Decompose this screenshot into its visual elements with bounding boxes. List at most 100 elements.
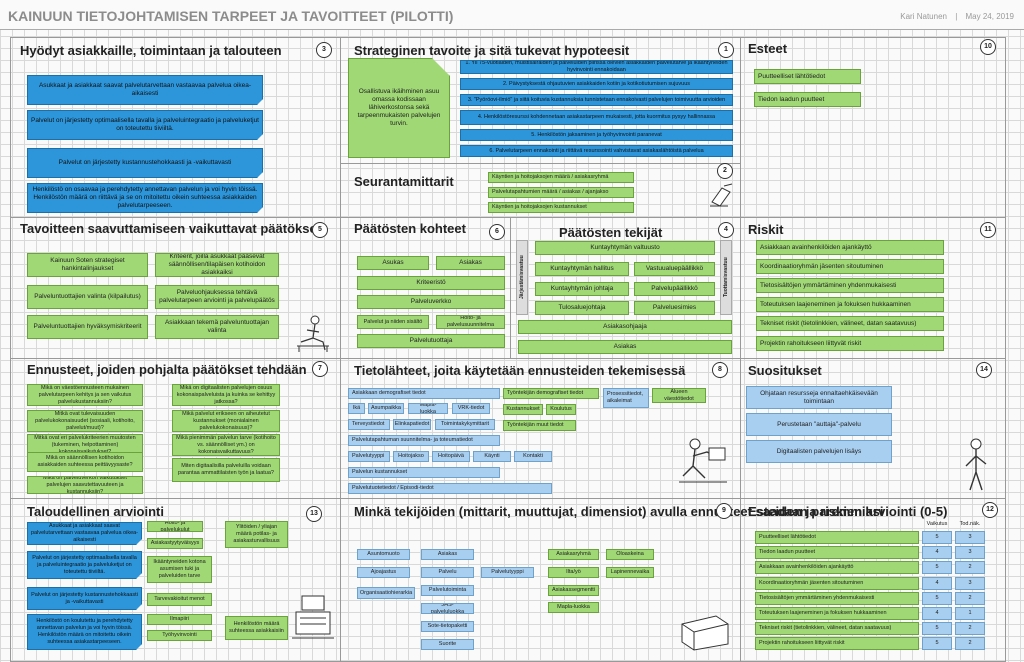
sticky-note[interactable]: Lapinennevaika: [606, 567, 654, 578]
sticky-note[interactable]: Tarvevakioitut menot: [147, 593, 212, 606]
sticky-note[interactable]: VRK-tiedot: [452, 403, 490, 414]
sticky-note[interactable]: Palvelutapahtuman suunnitelma- ja toteum…: [348, 435, 500, 446]
sticky-note[interactable]: Työntekijän demografiset tiedot: [503, 388, 599, 399]
sticky-note[interactable]: Käyntien ja hoitojaksojen määrä / asiaka…: [488, 172, 634, 183]
sticky-note[interactable]: Elinkapatiedot: [393, 419, 431, 430]
sticky-note[interactable]: Toteutuksen laajeneminen ja fokuksen huk…: [756, 297, 944, 312]
sticky-note[interactable]: Asukkaat ja asiakkaat saavat palvelutarv…: [27, 75, 263, 105]
risk-impact-value[interactable]: 5: [922, 561, 952, 575]
sticky-note[interactable]: Asukkaat ja asiakkaat saavat palvelutarv…: [27, 522, 142, 545]
sticky-note[interactable]: Mikä on säännöllisen kotihoidon asiakkai…: [27, 452, 143, 472]
sticky-note[interactable]: Suorite: [421, 639, 474, 650]
sticky-note[interactable]: Henkilöstö on koulutettu ja perehdytetty…: [27, 614, 142, 650]
sticky-note[interactable]: Kustannukset: [503, 404, 543, 415]
sticky-note[interactable]: Kontakti: [514, 451, 552, 462]
hypothesis-note[interactable]: 4. Henkilöstöresurssi kohdennetaan asiak…: [460, 110, 733, 125]
sticky-note[interactable]: Palvelutyyppi: [481, 567, 534, 578]
sticky-note[interactable]: JHS-palveluluokka: [421, 603, 474, 614]
sticky-note[interactable]: Perustetaan "auttaja"-palvelu: [746, 413, 892, 436]
sticky-note[interactable]: Asiakkaan tekemä palveluntuottajan valin…: [155, 315, 279, 339]
sticky-note[interactable]: Palvelupäällikkö: [634, 282, 715, 296]
risk-impact-value[interactable]: 4: [922, 576, 952, 590]
sticky-note[interactable]: Alueen väestötiedot: [652, 388, 706, 403]
sticky-note[interactable]: Palvelut on järjestetty kustannustehokka…: [27, 148, 263, 178]
sticky-note[interactable]: Terveystiedot: [348, 419, 390, 430]
sticky-note[interactable]: Ilmapiiri: [147, 614, 212, 625]
sticky-note[interactable]: Koulutus: [546, 404, 576, 415]
risk-probability-value[interactable]: 3: [955, 546, 985, 560]
risk-row-label[interactable]: Tietosisältöjen ymmärtäminen yhdenmukais…: [755, 591, 919, 605]
sticky-note[interactable]: Ikääntyneiden kotona asumisen tuki ja pa…: [147, 556, 212, 583]
sticky-note[interactable]: Työntekijän muut tiedot: [503, 420, 576, 431]
sticky-note[interactable]: Asiakassegmentti: [548, 585, 599, 596]
risk-row-label[interactable]: Asiakkaan avainhenkilöiden ajankäyttö: [755, 561, 919, 575]
risk-row-label[interactable]: Projektin rahoitukseen liittyvät riskit: [755, 637, 919, 651]
risk-probability-value[interactable]: 3: [955, 531, 985, 544]
sticky-note[interactable]: Kuntayhtymän hallitus: [535, 262, 629, 276]
sticky-note[interactable]: Asiakasryhmä: [548, 549, 599, 560]
sticky-note[interactable]: Ylitöiden / yliajan määrä potilas- ja as…: [225, 521, 288, 548]
risk-row-label[interactable]: Tiedon laadun puutteet: [755, 546, 919, 560]
sticky-note[interactable]: Kuntayhtymän johtaja: [535, 282, 629, 296]
risk-probability-value[interactable]: 2: [955, 591, 985, 605]
risk-impact-value[interactable]: 5: [922, 622, 952, 636]
sticky-note[interactable]: Sote-tietopaketti: [421, 621, 474, 632]
sticky-note[interactable]: Asiakas: [436, 256, 505, 270]
sticky-note[interactable]: Hoitojakso: [393, 451, 429, 462]
sticky-note[interactable]: Henkilöstö on osaavaa ja perehdytetty an…: [27, 183, 263, 213]
strategic-goal-note[interactable]: Osallistuva ikäihminen asuu omassa kodis…: [348, 58, 450, 158]
sticky-note[interactable]: Kainuun Soten strategiset hankintalinjau…: [27, 253, 148, 277]
sticky-note[interactable]: Ohjataan resursseja ennaltaehkäisevään t…: [746, 386, 892, 409]
risk-probability-value[interactable]: 2: [955, 561, 985, 575]
sticky-note[interactable]: Kuntayhtymän valtuusto: [535, 241, 715, 255]
sticky-note[interactable]: Palveluntuottajien valinta (kilpailutus): [27, 285, 148, 309]
sticky-note[interactable]: Mapla-luokka: [548, 602, 599, 613]
sticky-note[interactable]: Prosessitiedot, aikaleimat: [603, 388, 649, 408]
sticky-note[interactable]: Miten digitaalisilla palveluilla voidaan…: [172, 458, 280, 482]
sticky-note[interactable]: Käyntien ja hoitojaksojen kustannukset: [488, 202, 634, 213]
sticky-note[interactable]: Asumpaikka: [368, 403, 404, 414]
risk-impact-value[interactable]: 4: [922, 607, 952, 620]
sticky-note[interactable]: Koordinaatioryhmän jäsenten sitoutuminen: [756, 259, 944, 274]
sticky-note[interactable]: Ilta/yö: [548, 567, 599, 578]
sticky-note[interactable]: Mikä on väestöennusteen mukainen palvelu…: [27, 384, 143, 406]
risk-row-label[interactable]: Toteutuksen laajeneminen ja fokuksen huk…: [755, 607, 919, 620]
risk-impact-value[interactable]: 5: [922, 637, 952, 651]
sticky-note[interactable]: Palveluohjauksessa tehtävä palvelutarpee…: [155, 285, 279, 309]
sticky-note[interactable]: Palveluesimies: [634, 301, 715, 315]
sticky-note[interactable]: Palvelut ja niiden sisältö: [357, 315, 429, 329]
sticky-note[interactable]: Palvelutuottaja: [357, 334, 505, 348]
risk-probability-value[interactable]: 2: [955, 622, 985, 636]
sticky-note[interactable]: Asuntomuoto: [357, 549, 410, 560]
sticky-note[interactable]: Digitaalisten palvelujen lisäys: [746, 440, 892, 463]
sticky-note[interactable]: Puutteelliset lähtötiedot: [754, 69, 861, 84]
sticky-note[interactable]: Mikä pienimmän palvelun tarve (kotihoito…: [172, 434, 280, 456]
risk-row-label[interactable]: Puutteelliset lähtötiedot: [755, 531, 919, 544]
sticky-note[interactable]: Mitkä ovat tulevaisuuden palvelukokonais…: [27, 410, 143, 432]
sticky-note[interactable]: Mikä on digitaalisten palvelujen osuus k…: [172, 384, 280, 406]
sticky-note[interactable]: Palvelut on järjestetty optimaalisella t…: [27, 551, 142, 579]
sticky-note[interactable]: Asiakastyytyväisyys: [147, 538, 203, 549]
sticky-note[interactable]: Palvelut on järjestetty kustannustehokka…: [27, 587, 142, 610]
hypothesis-note[interactable]: 2. Päivystyksestä ohjautuvien asiakkaide…: [460, 78, 733, 90]
sticky-note[interactable]: Asiakas: [421, 549, 474, 560]
sticky-note[interactable]: Henkilöstön määrä suhteessa asiakkaisiin: [225, 616, 288, 640]
sticky-note[interactable]: Asiakasohjaaja: [518, 320, 732, 334]
sticky-note[interactable]: Palveluntuottajien hyväksymiskriteerit: [27, 315, 148, 339]
sticky-note[interactable]: Hoito- ja palvelukulut: [147, 521, 203, 532]
risk-impact-value[interactable]: 5: [922, 531, 952, 544]
hypothesis-note[interactable]: 1. Yli 75-vuotiaiden, muistisairaiden ja…: [460, 60, 733, 74]
sticky-note[interactable]: Työhyvinvointi: [147, 630, 212, 641]
sticky-note[interactable]: Käynti: [473, 451, 511, 462]
sticky-note[interactable]: Vastuualuepäällikkö: [634, 262, 715, 276]
sticky-note[interactable]: Kriteerit, joilla asukkaat pääsevät sään…: [155, 253, 279, 277]
sticky-note[interactable]: Asiakas: [518, 340, 732, 354]
sticky-note[interactable]: Mapla-luokka: [408, 403, 448, 414]
risk-impact-value[interactable]: 5: [922, 591, 952, 605]
sticky-note[interactable]: Palvelun kustannukset: [348, 467, 500, 478]
sticky-note[interactable]: Tekniset riskit (tietolinkkien, välineet…: [756, 316, 944, 331]
hypothesis-note[interactable]: 3. "Pyöröovi-ilmiö" ja siitä koituvia ku…: [460, 94, 733, 106]
hypothesis-note[interactable]: 5. Henkilöstön jaksaminen ja työhyvinvoi…: [460, 129, 733, 141]
sticky-note[interactable]: Mikä on palveluverkon vaikutukset palvel…: [27, 476, 143, 494]
sticky-note[interactable]: Kriteeristö: [357, 276, 505, 290]
